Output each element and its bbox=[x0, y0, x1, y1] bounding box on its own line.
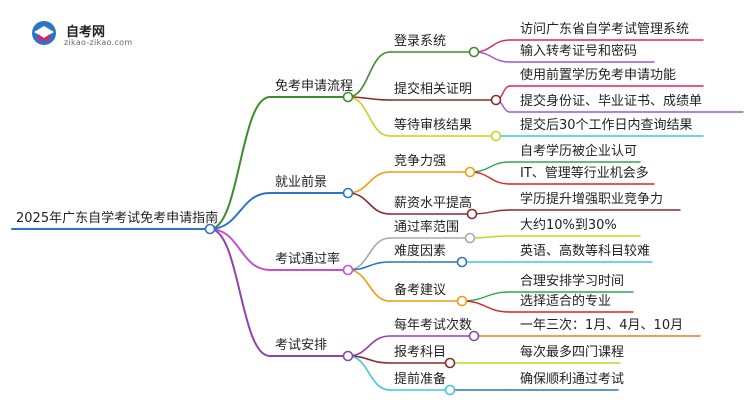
subtopic-报考科目[interactable]: 报考科目 bbox=[394, 345, 447, 360]
root-topic[interactable]: 2025年广东自学考试免考申请指南 bbox=[16, 211, 219, 226]
subtopic-等待审核结果[interactable]: 等待审核结果 bbox=[394, 118, 473, 133]
subtopic-通过率范围[interactable]: 通过率范围 bbox=[394, 220, 460, 235]
leaf-大约10-到30-[interactable]: 大约10%到30% bbox=[520, 218, 617, 233]
branch-toggle-node[interactable] bbox=[342, 91, 354, 103]
subtopic-竞争力强[interactable]: 竞争力强 bbox=[394, 154, 447, 169]
leaf-选择适合的专业[interactable]: 选择适合的专业 bbox=[520, 294, 612, 309]
sub-connector bbox=[347, 355, 391, 391]
leaf-每次最多四门课程[interactable]: 每次最多四门课程 bbox=[520, 345, 625, 360]
branch-考试通过率[interactable]: 考试通过率 bbox=[275, 252, 341, 267]
branch-toggle-node[interactable] bbox=[342, 264, 354, 276]
subtopic-toggle-node[interactable] bbox=[456, 256, 468, 268]
sub-connector bbox=[347, 51, 391, 98]
subtopic-toggle-node[interactable] bbox=[444, 357, 456, 369]
leaf-connector bbox=[473, 51, 511, 63]
sub-connector bbox=[347, 171, 391, 194]
sub-connector bbox=[347, 96, 391, 137]
leaf-connector bbox=[473, 39, 511, 53]
leaf-connector bbox=[471, 209, 511, 215]
subtopic-登录系统[interactable]: 登录系统 bbox=[394, 34, 447, 49]
leaf-提交身份证-毕业证书-成绩单[interactable]: 提交身份证、毕业证书、成绩单 bbox=[520, 94, 703, 109]
leaf-一年三次-1月-4月-10月[interactable]: 一年三次：1月、4月、10月 bbox=[520, 318, 684, 333]
leaf-合理安排学习时间[interactable]: 合理安排学习时间 bbox=[520, 274, 625, 289]
graduation-cap-logo-icon bbox=[32, 21, 56, 45]
leaf-确保顺利通过考试[interactable]: 确保顺利通过考试 bbox=[520, 372, 625, 387]
leaf-英语-高数等科目较难[interactable]: 英语、高数等科目较难 bbox=[520, 244, 651, 259]
root-toggle-node[interactable] bbox=[204, 223, 216, 235]
leaf-使用前置学历免考申请功能[interactable]: 使用前置学历免考申请功能 bbox=[520, 68, 677, 83]
subtopic-toggle-node[interactable] bbox=[466, 208, 478, 220]
subtopic-toggle-node[interactable] bbox=[468, 330, 480, 342]
subtopic-每年考试次数[interactable]: 每年考试次数 bbox=[394, 318, 473, 333]
leaf-访问广东省自学考试管理系统[interactable]: 访问广东省自学考试管理系统 bbox=[520, 22, 690, 37]
branch-connector bbox=[209, 228, 271, 357]
subtopic-toggle-node[interactable] bbox=[444, 384, 456, 396]
sub-connector bbox=[347, 335, 391, 357]
branch-connector bbox=[209, 96, 271, 230]
site-logo[interactable]: 自考网 zikao-zikao.com bbox=[30, 19, 150, 51]
subtopic-提前准备[interactable]: 提前准备 bbox=[394, 372, 447, 387]
leaf-connector bbox=[469, 235, 511, 239]
leaf-自考学历被企业认可[interactable]: 自考学历被企业认可 bbox=[520, 144, 638, 159]
leaf-connector bbox=[469, 161, 511, 173]
leaf-提交后30个工作日内查询结果[interactable]: 提交后30个工作日内查询结果 bbox=[520, 118, 693, 133]
subtopic-toggle-node[interactable] bbox=[490, 130, 502, 142]
sub-connector bbox=[347, 269, 391, 302]
branch-toggle-node[interactable] bbox=[342, 350, 354, 362]
leaf-connector bbox=[461, 300, 511, 313]
subtopic-备考建议[interactable]: 备考建议 bbox=[394, 283, 447, 298]
subtopic-难度因素[interactable]: 难度因素 bbox=[394, 244, 447, 259]
leaf-学历提升增强职业竞争力[interactable]: 学历提升增强职业竞争力 bbox=[520, 192, 664, 207]
leaf-IT-管理等行业机会多[interactable]: IT、管理等行业机会多 bbox=[520, 166, 649, 181]
branch-免考申请流程[interactable]: 免考申请流程 bbox=[275, 79, 354, 94]
subtopic-toggle-node[interactable] bbox=[456, 295, 468, 307]
branch-考试安排[interactable]: 考试安排 bbox=[275, 338, 328, 353]
leaf-connector bbox=[461, 291, 511, 302]
subtopic-提交相关证明[interactable]: 提交相关证明 bbox=[394, 82, 473, 97]
sub-connector bbox=[347, 192, 391, 215]
branch-connector bbox=[209, 192, 271, 230]
leaf-输入转考证号和密码[interactable]: 输入转考证号和密码 bbox=[520, 44, 638, 59]
branch-toggle-node[interactable] bbox=[342, 187, 354, 199]
branch-就业前景[interactable]: 就业前景 bbox=[275, 175, 328, 190]
logo-title: 自考网 bbox=[66, 25, 106, 40]
subtopic-toggle-node[interactable] bbox=[464, 166, 476, 178]
subtopic-toggle-node[interactable] bbox=[464, 232, 476, 244]
branch-connector bbox=[209, 228, 271, 271]
subtopic-toggle-node[interactable] bbox=[490, 94, 502, 106]
leaf-connector bbox=[469, 171, 511, 185]
subtopic-toggle-node[interactable] bbox=[468, 46, 480, 58]
logo-subtitle: zikao-zikao.com bbox=[64, 38, 133, 47]
subtopic-薪资水平提高[interactable]: 薪资水平提高 bbox=[394, 196, 473, 211]
